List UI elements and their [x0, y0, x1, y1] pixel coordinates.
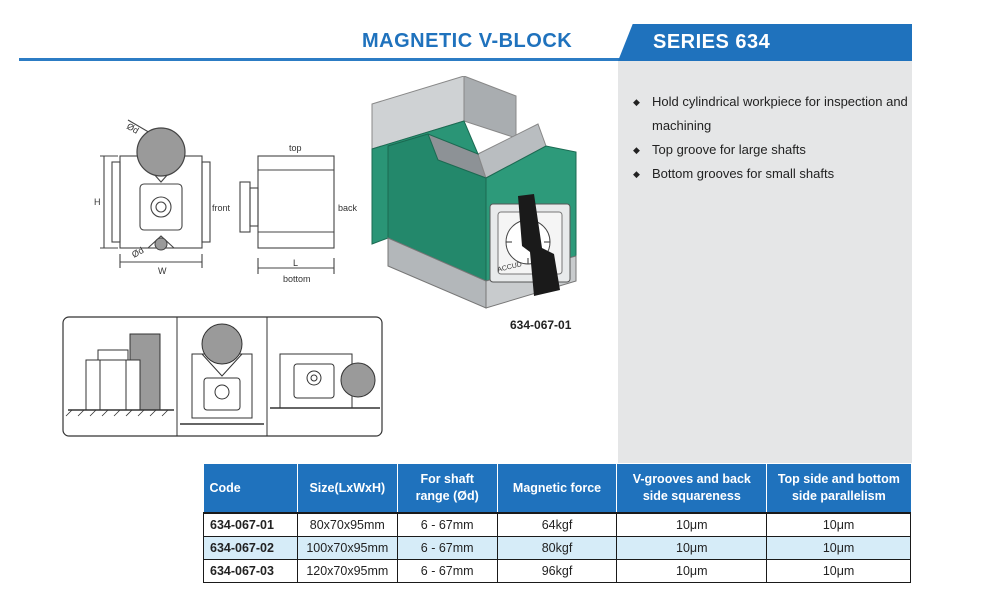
- switch-lever-icon: [518, 194, 560, 296]
- magnetic-force-cell: 64kgf: [497, 513, 618, 537]
- parallelism-cell: 10μm: [766, 559, 911, 583]
- length-label: L: [293, 258, 298, 268]
- feature-item: ◆ Bottom grooves for small shafts: [633, 162, 908, 186]
- shaft-range-cell: 6 - 67mm: [397, 559, 498, 583]
- bullet-icon: ◆: [633, 145, 640, 155]
- large-shaft-icon: [136, 127, 186, 177]
- small-shaft-icon: [154, 237, 168, 251]
- table-row: 634-067-03 120x70x95mm 6 - 67mm 96kgf 10…: [203, 559, 911, 583]
- magnetic-force-cell: 80kgf: [497, 536, 618, 560]
- table-header-row: Code Size(LxWxH) For shaft range (Ød) Ma…: [203, 464, 911, 514]
- series-banner: [618, 24, 912, 61]
- bottom-label: bottom: [283, 274, 311, 284]
- feature-text: Hold cylindrical workpiece for inspectio…: [652, 94, 908, 133]
- diameter-label-top: Ød: [125, 121, 140, 136]
- bullet-icon: ◆: [633, 169, 640, 179]
- parallelism-cell: 10μm: [766, 513, 911, 537]
- parallelism-cell: 10μm: [766, 536, 911, 560]
- page-title: MAGNETIC V-BLOCK: [362, 30, 573, 52]
- front-view-drawing: Ød Ød H W: [94, 119, 211, 276]
- size-cell: 100x70x95mm: [297, 536, 398, 560]
- size-cell: 80x70x95mm: [297, 513, 398, 537]
- bullet-icon: ◆: [633, 97, 640, 107]
- title-underline: [19, 58, 625, 61]
- magnetic-force-cell: 96kgf: [497, 559, 618, 583]
- height-label: H: [94, 197, 101, 207]
- panel-side-groove-use: [270, 353, 380, 409]
- table-row: 634-067-02 100x70x95mm 6 - 67mm 80kgf 10…: [203, 536, 911, 560]
- product-code: 634-067-01: [510, 318, 572, 332]
- panel-side-use: [65, 333, 174, 417]
- column-header: Magnetic force: [497, 464, 618, 514]
- size-cell: 120x70x95mm: [297, 559, 398, 583]
- code-cell: 634-067-01: [203, 513, 298, 537]
- back-label: back: [338, 203, 358, 213]
- shaft-range-cell: 6 - 67mm: [397, 513, 498, 537]
- code-cell: 634-067-03: [203, 559, 298, 583]
- side-view-drawing: top front back L bottom: [212, 143, 358, 284]
- feature-item: ◆ Top groove for large shafts: [633, 138, 908, 162]
- column-header: Top side and bottom side parallelism: [766, 464, 911, 514]
- squareness-cell: 10μm: [616, 536, 768, 560]
- column-header: Size(LxWxH): [297, 464, 398, 514]
- table-row: 634-067-01 80x70x95mm 6 - 67mm 64kgf 10μ…: [203, 513, 911, 537]
- column-header: V-grooves and back side squareness: [616, 464, 768, 514]
- squareness-cell: 10μm: [616, 559, 768, 583]
- top-label: top: [289, 143, 302, 153]
- column-header: For shaft range (Ød): [397, 464, 498, 514]
- feature-item: ◆ Hold cylindrical workpiece for inspect…: [633, 90, 908, 138]
- squareness-cell: 10μm: [616, 513, 768, 537]
- spec-table: Code Size(LxWxH) For shaft range (Ød) Ma…: [203, 464, 911, 583]
- feature-text: Bottom grooves for small shafts: [652, 166, 835, 181]
- code-cell: 634-067-02: [203, 536, 298, 560]
- panel-top-groove-use: [180, 323, 264, 425]
- series-label: SERIES 634: [653, 31, 771, 53]
- usage-illustration: [62, 316, 383, 437]
- shaft-range-cell: 6 - 67mm: [397, 536, 498, 560]
- product-image: ACCUD: [371, 76, 577, 309]
- diameter-label-bottom: Ød: [130, 245, 145, 260]
- feature-panel: [618, 61, 912, 463]
- column-header: Code: [203, 464, 298, 514]
- front-label: front: [212, 203, 231, 213]
- feature-text: Top groove for large shafts: [652, 142, 806, 157]
- width-label: W: [158, 266, 167, 276]
